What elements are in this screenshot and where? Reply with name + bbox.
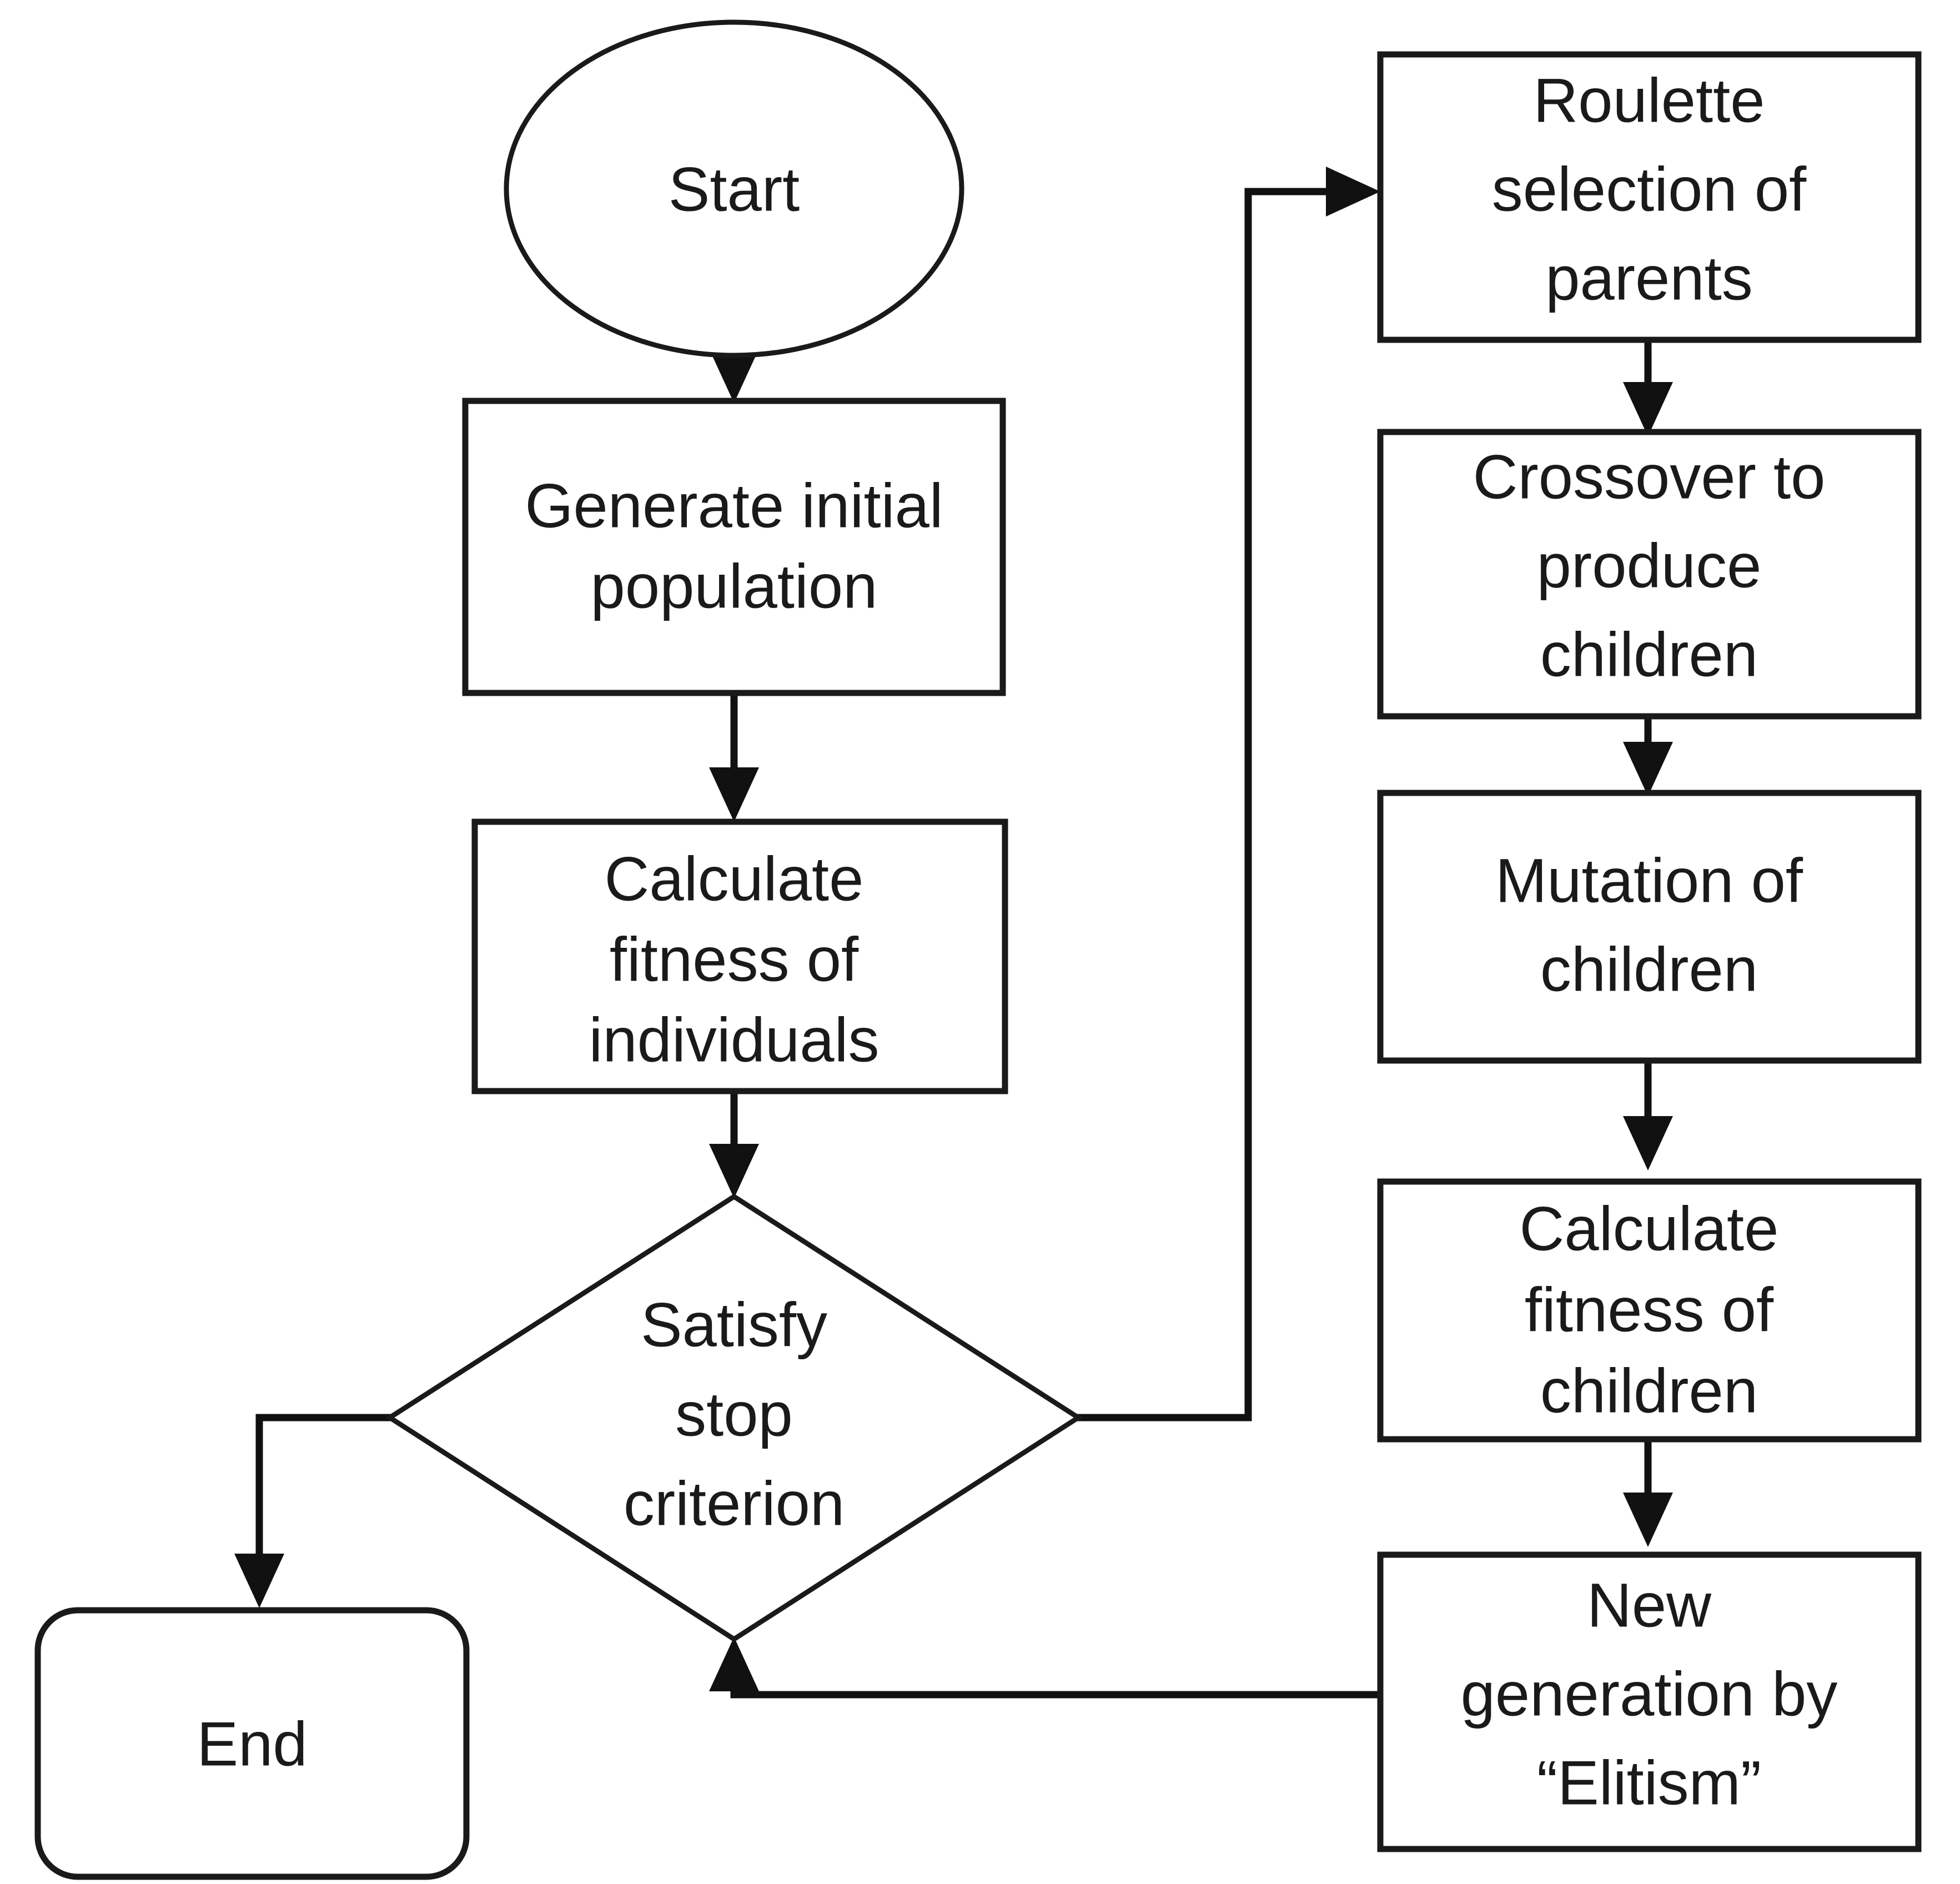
- node-calculate-fitness-children[interactable]: Calculate fitness of children: [1377, 1178, 1922, 1443]
- node-calculate-fitness-individuals-line-1: Calculate: [605, 845, 864, 914]
- edge-calcfitchildren-to-newgen: [1623, 1439, 1673, 1547]
- node-crossover-to-produce-children-line-2: produce: [1537, 531, 1762, 601]
- node-calculate-fitness-children-line-2: fitness of: [1525, 1275, 1774, 1345]
- node-calculate-fitness-individuals[interactable]: Calculate fitness of individuals: [471, 818, 1008, 1094]
- node-end-label: End: [197, 1710, 307, 1779]
- node-crossover-to-produce-children-line-3: children: [1540, 620, 1758, 690]
- node-new-generation-by-elitism-line-3: “Elitism”: [1537, 1749, 1761, 1818]
- edge-decision-to-end: [234, 1414, 393, 1608]
- node-calculate-fitness-individuals-line-2: fitness of: [610, 925, 859, 994]
- node-roulette-selection-of-parents[interactable]: Roulette selection of parents: [1377, 51, 1922, 343]
- node-new-generation-by-elitism[interactable]: New generation by “Elitism”: [1377, 1551, 1922, 1852]
- edge-decision-to-roulette: [1077, 167, 1380, 1421]
- node-crossover-to-produce-children[interactable]: Crossover to produce children: [1377, 429, 1922, 720]
- node-satisfy-stop-criterion[interactable]: Satisfy stop criterion: [385, 1193, 1083, 1642]
- node-start[interactable]: Start: [504, 19, 964, 358]
- edge-calcfit-to-decision: [709, 1091, 759, 1198]
- node-mutation-of-children-line-1: Mutation of: [1495, 846, 1803, 916]
- edge-roulette-to-crossover: [1623, 340, 1673, 436]
- edge-start-to-generate: [709, 349, 759, 403]
- node-new-generation-by-elitism-line-2: generation by: [1461, 1660, 1838, 1729]
- node-new-generation-by-elitism-line-1: New: [1587, 1571, 1712, 1640]
- node-satisfy-stop-criterion-line-2: stop: [675, 1380, 793, 1449]
- node-generate-initial-population-line-2: population: [591, 552, 878, 621]
- node-calculate-fitness-individuals-line-3: individuals: [589, 1006, 880, 1075]
- node-generate-initial-population[interactable]: Generate initial population: [462, 398, 1006, 696]
- node-calculate-fitness-children-line-1: Calculate: [1520, 1194, 1779, 1264]
- node-roulette-selection-of-parents-line-1: Roulette: [1533, 66, 1765, 135]
- node-roulette-selection-of-parents-line-2: selection of: [1492, 155, 1807, 224]
- edge-generate-to-calcfit: [709, 693, 759, 822]
- node-start-label: Start: [669, 155, 800, 224]
- node-mutation-of-children-line-2: children: [1540, 935, 1758, 1004]
- node-roulette-selection-of-parents-line-3: parents: [1545, 244, 1753, 313]
- node-satisfy-stop-criterion-line-1: Satisfy: [641, 1290, 827, 1360]
- edge-mutation-to-calcfitchildren: [1623, 1061, 1673, 1170]
- edge-crossover-to-mutation: [1623, 716, 1673, 796]
- edge-newgen-to-decision: [709, 1637, 1419, 1699]
- node-satisfy-stop-criterion-line-3: criterion: [624, 1469, 845, 1539]
- node-end[interactable]: End: [34, 1607, 470, 1880]
- node-calculate-fitness-children-line-3: children: [1540, 1357, 1758, 1426]
- node-crossover-to-produce-children-line-1: Crossover to: [1473, 443, 1826, 512]
- node-generate-initial-population-line-1: Generate initial: [525, 471, 943, 541]
- node-mutation-of-children[interactable]: Mutation of children: [1377, 790, 1922, 1064]
